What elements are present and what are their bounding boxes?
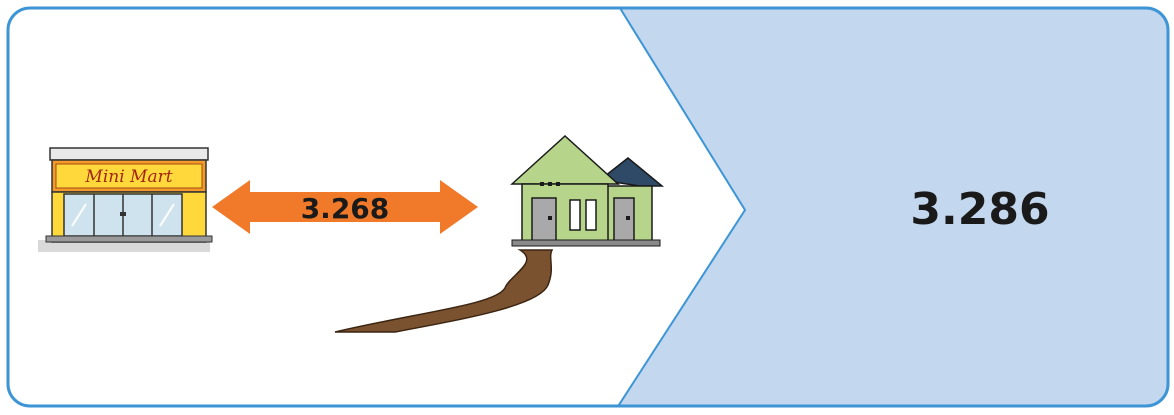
- mini-mart-store-icon: [38, 148, 212, 252]
- answer-value: 3.286: [840, 180, 1120, 240]
- distance-label: 3.268: [301, 192, 390, 225]
- store-sign-text: Mini Mart: [84, 167, 172, 187]
